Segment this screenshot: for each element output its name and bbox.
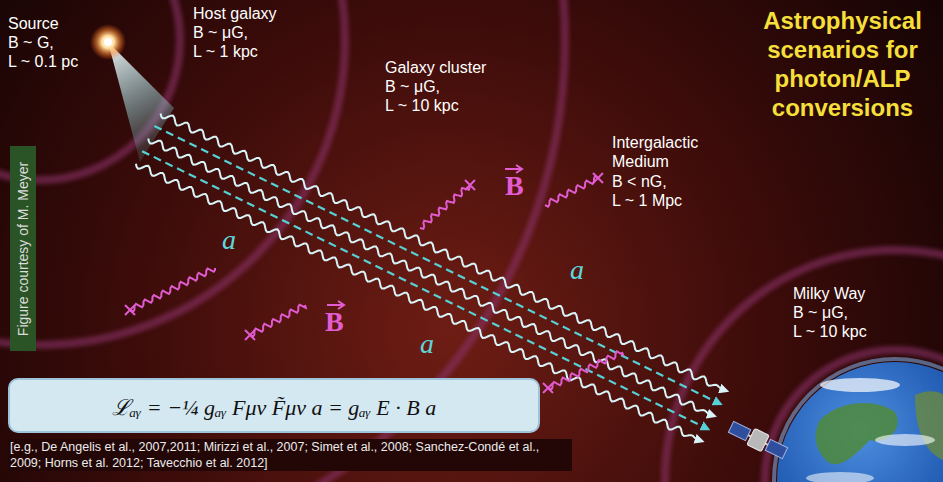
slide-title: Astrophysical scenarios for photon/ALP c… xyxy=(745,6,940,122)
earth-globe xyxy=(777,362,943,482)
region-label: Host galaxy xyxy=(193,4,277,23)
field-cross xyxy=(543,383,553,393)
magnetic-field-lines xyxy=(125,165,623,393)
photon-wave xyxy=(148,139,710,415)
field-wave xyxy=(420,185,470,229)
milky-way-outer-ring xyxy=(665,250,943,482)
alp-symbol: a xyxy=(222,226,236,254)
field-symbol: B xyxy=(325,308,344,336)
region-label: B ~ μG, xyxy=(385,77,440,96)
node-text: Figure courtesy of M. Meyer xyxy=(15,161,31,335)
reference-note: [e.g., De Angelis et al., 2007,2011; Mir… xyxy=(8,439,572,471)
satellite xyxy=(727,419,789,461)
field-wave xyxy=(548,351,623,389)
region-label: B ~ G, xyxy=(8,33,54,52)
region-label: Intergalactic Medium xyxy=(612,133,737,171)
formula-box: ℒₐᵧ = −¼ gₐᵧ Fμν F̃μν a = gₐᵧ E · B a xyxy=(8,378,540,433)
source-core xyxy=(104,38,112,46)
atmosphere xyxy=(774,359,943,482)
intergalactic-ring xyxy=(0,0,565,482)
region-label: B ~ μG, xyxy=(793,303,848,322)
region-label: Galaxy cluster xyxy=(385,58,486,77)
field-cross xyxy=(125,305,135,315)
milky-way-ring xyxy=(765,350,943,482)
alp-symbol: a xyxy=(420,330,434,358)
region-label: Milky Way xyxy=(793,284,865,303)
region-label: L ~ 10 kpc xyxy=(385,96,459,115)
cloud xyxy=(820,378,900,392)
cloud xyxy=(875,434,935,446)
field-cross xyxy=(593,173,603,183)
field-symbol: B xyxy=(505,172,524,200)
credit-box: Figure courtesy of M. Meyer xyxy=(10,146,36,351)
field-cross xyxy=(465,180,475,190)
node-text: ℒₐᵧ = −¼ gₐᵧ Fμν F̃μν a = gₐᵧ E · B a xyxy=(112,391,436,421)
region-label: B ~ μG, xyxy=(193,23,248,42)
field-cross xyxy=(245,330,255,340)
region-label: L ~ 10 kpc xyxy=(793,322,867,341)
alp-symbol: a xyxy=(570,256,584,284)
satellite-body xyxy=(747,428,769,451)
land xyxy=(915,391,943,460)
field-wave xyxy=(545,176,598,207)
solar-panel xyxy=(765,439,787,458)
source-rings xyxy=(0,0,565,482)
region-label: L ~ 0.1 pc xyxy=(8,52,78,71)
earth xyxy=(774,359,943,482)
field-wave xyxy=(250,305,306,337)
land xyxy=(816,403,898,464)
region-label: L ~ 1 Mpc xyxy=(612,191,682,210)
cluster-ring xyxy=(0,0,345,345)
field-wave xyxy=(130,268,215,312)
region-label: L ~ 1 kpc xyxy=(193,42,258,61)
cloud xyxy=(806,472,874,482)
jet xyxy=(108,42,174,162)
solar-panel xyxy=(728,421,750,440)
region-label: B < nG, xyxy=(612,172,667,191)
earth-rings xyxy=(665,250,943,482)
source-glow xyxy=(90,24,126,60)
region-label: Source xyxy=(8,14,59,33)
